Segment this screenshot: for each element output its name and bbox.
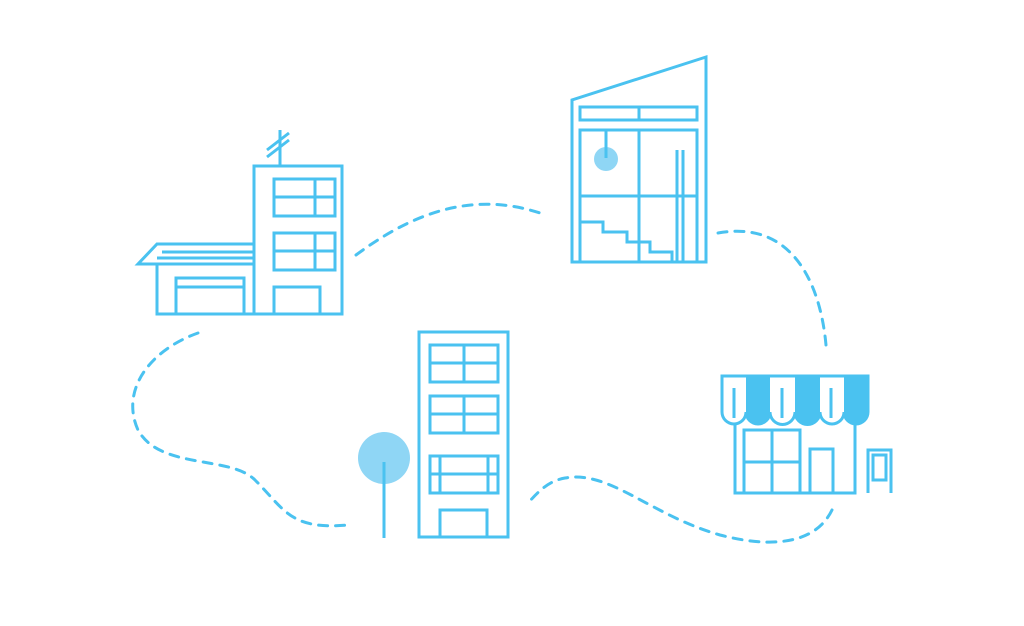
tree-icon	[358, 432, 410, 538]
modern-house-with-stairs	[570, 54, 708, 264]
office-building-with-antenna	[134, 130, 344, 316]
sign-board-icon	[866, 448, 893, 493]
shop-with-awning	[720, 374, 893, 495]
lamp-icon	[594, 147, 618, 171]
dashed-path	[131, 202, 834, 544]
apartment-tower	[417, 330, 510, 539]
